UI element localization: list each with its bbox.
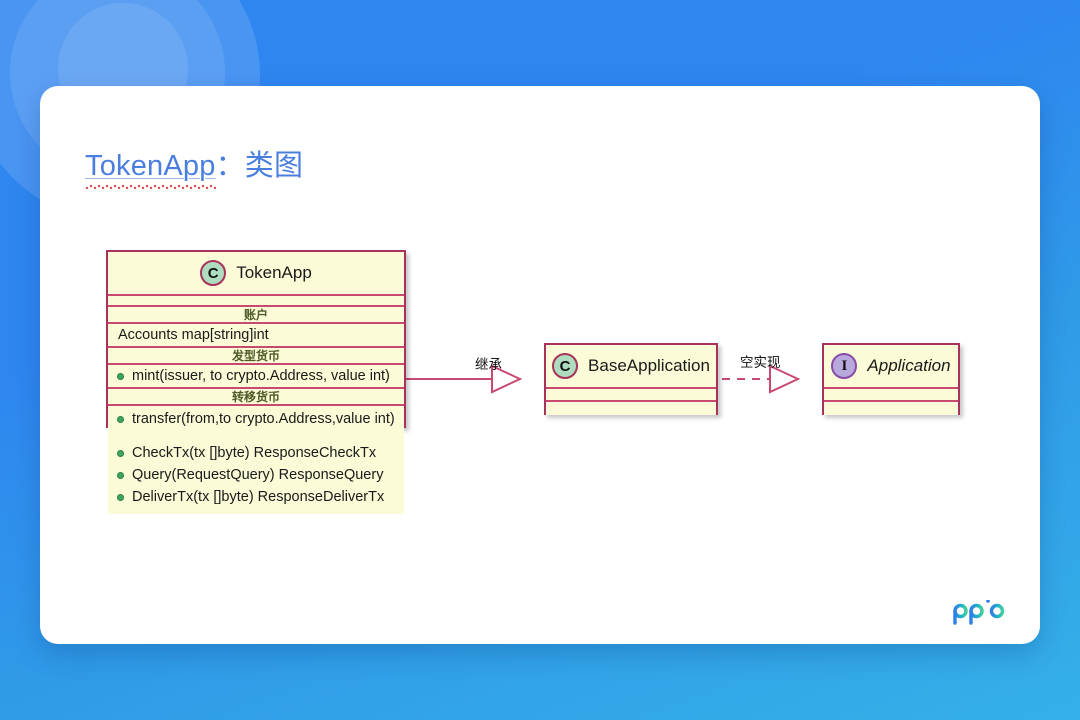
tokenapp-separator-accounts: 账户: [108, 307, 404, 324]
uml-interface-application[interactable]: I Application: [822, 343, 960, 415]
method-checktx: CheckTx(tx []byte) ResponseCheckTx: [108, 442, 404, 464]
page-title-latin: TokenApp: [85, 150, 216, 182]
class-badge-icon: C: [200, 260, 227, 286]
separator-label-accounts: 账户: [239, 308, 272, 322]
class-badge-icon: C: [552, 353, 579, 379]
page-title-chinese: 类图: [244, 150, 304, 182]
method-delivertx: DeliverTx(tx []byte) ResponseDeliverTx: [108, 486, 404, 508]
slide-content-card: TokenApp：类图 继承 空实现 C: [40, 86, 1040, 644]
method-mint: mint(issuer, to crypto.Address, value in…: [108, 365, 404, 387]
baseapplication-methods: [546, 402, 716, 415]
application-interface-name: Application: [867, 356, 951, 375]
method-query: Query(RequestQuery) ResponseQuery: [108, 464, 404, 486]
uml-class-diagram: 继承 空实现 C TokenApp 账户 Accounts map[string…: [40, 86, 1040, 644]
methods-spacer: [108, 430, 404, 442]
baseapplication-class-name: BaseApplication: [588, 356, 710, 375]
realization-arrowhead: [769, 364, 801, 394]
inheritance-arrowhead: [491, 364, 523, 394]
separator-label-mint: 发型货币: [227, 349, 284, 363]
tokenapp-separator-transfer: 转移货币: [108, 389, 404, 406]
page-title: TokenApp：类图: [85, 142, 303, 184]
application-attributes: [824, 389, 958, 402]
tokenapp-gap-row: [108, 296, 404, 307]
tokenapp-header: C TokenApp: [108, 252, 404, 296]
relation-label-inheritance: 继承: [475, 357, 502, 372]
application-header: I Application: [824, 345, 958, 389]
tokenapp-attributes: Accounts map[string]int: [108, 324, 404, 348]
page-title-separator: ：: [215, 150, 245, 182]
ppio-logo: [953, 600, 1005, 625]
method-transfer: transfer(from,to crypto.Address,value in…: [108, 408, 404, 430]
tokenapp-separator-mint: 发型货币: [108, 348, 404, 365]
application-methods: [824, 402, 958, 415]
attribute-accounts: Accounts map[string]int: [118, 327, 269, 343]
tokenapp-methods: transfer(from,to crypto.Address,value in…: [108, 406, 404, 514]
uml-class-baseapplication[interactable]: C BaseApplication: [544, 343, 718, 415]
baseapplication-attributes: [546, 389, 716, 402]
tokenapp-class-name: TokenApp: [236, 263, 312, 282]
interface-badge-icon: I: [831, 353, 858, 379]
relation-label-realization: 空实现: [740, 355, 781, 370]
relation-inheritance: [403, 364, 523, 394]
tokenapp-mint-section: mint(issuer, to crypto.Address, value in…: [108, 365, 404, 389]
uml-class-tokenapp[interactable]: C TokenApp 账户 Accounts map[string]int 发型…: [106, 250, 406, 514]
baseapplication-header: C BaseApplication: [546, 345, 716, 389]
separator-label-transfer: 转移货币: [227, 390, 284, 404]
